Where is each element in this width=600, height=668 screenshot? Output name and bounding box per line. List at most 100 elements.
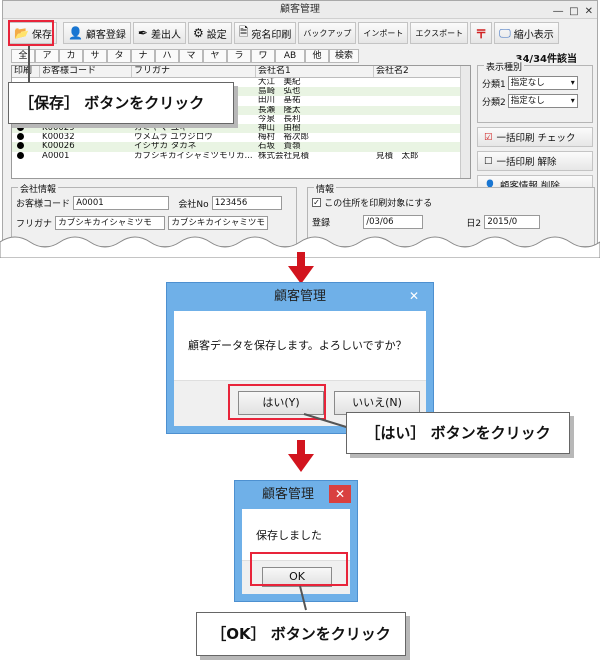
record-count: 34/34件該当 — [515, 54, 577, 65]
confirm-message: 顧客データを保存します。よろしいですか？ — [188, 339, 407, 352]
header-company2[interactable]: 会社名2 — [374, 66, 462, 77]
cell-code: K00032 — [42, 133, 75, 143]
header-code[interactable]: お客様コード — [40, 66, 132, 77]
close-icon[interactable]: ✕ — [584, 6, 593, 17]
kana-tab[interactable]: サ — [83, 49, 107, 63]
kana-tab[interactable]: 全 — [11, 49, 35, 63]
kana-tab[interactable]: ア — [35, 49, 59, 63]
table-row[interactable]: A0001 カブシキカイシャミツモリカ... 株式会社見積 見積 太郎 — [12, 151, 470, 161]
sender-button[interactable]: ✒差出人 — [132, 22, 186, 44]
kana-tab[interactable]: ハ — [155, 49, 179, 63]
print-dot-icon — [17, 133, 24, 141]
kana-field[interactable]: カブシキカイシャミツモ — [55, 216, 166, 230]
register-date-field[interactable]: /03/06 — [363, 215, 424, 229]
kana-tab[interactable]: ナ — [131, 49, 155, 63]
customer-register-button[interactable]: 👤顧客登録 — [62, 22, 131, 44]
header-company1[interactable]: 会社名1 — [256, 66, 374, 77]
confirm-dialog: 顧客管理 ✕ 顧客データを保存します。よろしいですか？ はい(Y) いいえ(N) — [166, 282, 434, 434]
close-icon[interactable]: ✕ — [408, 289, 420, 303]
cell-code: A0001 — [42, 151, 70, 161]
cell-company2: 見積 太郎 — [376, 151, 419, 161]
class1-select[interactable]: 指定なし — [507, 76, 578, 90]
cell-kana: カブシキカイシャミツモリカ... — [134, 151, 253, 161]
cell-company: 島崎 弘也 — [258, 87, 301, 97]
cell-company: 株式会社見積 — [258, 151, 310, 161]
gear-icon: ⚙ — [192, 26, 204, 40]
header-kana[interactable]: フリガナ — [132, 66, 256, 77]
bulk-print-clear-button[interactable]: ☐一括印刷 解除 — [477, 151, 593, 171]
info-group: 情報 ✓ この住所を印刷対象にする 登録 /03/06 日2 2015/0 — [307, 182, 595, 247]
yes-callout: ［はい］ ボタンをクリック — [346, 412, 570, 454]
cell-company: 田川 基祐 — [258, 96, 301, 106]
cell-company2 — [374, 133, 462, 142]
settings-button[interactable]: ⚙設定 — [187, 22, 232, 44]
bulk-print-check-button[interactable]: ☑一括印刷 チェック — [477, 127, 593, 147]
kana-tab[interactable]: ワ — [251, 49, 275, 63]
print-target-checkbox[interactable]: ✓ — [312, 198, 321, 207]
kana-tab[interactable]: タ — [107, 49, 131, 63]
kana-tab[interactable]: 他 — [305, 49, 329, 63]
cell-company2 — [374, 96, 462, 105]
cell-kana: イシザカ タカネ — [134, 142, 197, 152]
callout-connector — [299, 585, 307, 611]
minimize-icon[interactable]: ― — [553, 6, 564, 17]
postal-mark-icon: 〒 — [475, 26, 488, 41]
table-row[interactable]: 大江 美紀 — [12, 78, 470, 87]
cell-kana: ウメムラ ユウジロウ — [134, 133, 213, 143]
customer-code-field[interactable]: A0001 — [73, 196, 170, 210]
yes-button[interactable]: はい(Y) — [238, 391, 324, 415]
pen-icon: ✒ — [137, 26, 148, 40]
kana-tab[interactable]: 検索 — [329, 49, 359, 63]
grid-header: 印刷 お客様コード フリガナ 会社名1 会社名2 — [12, 66, 470, 78]
kana-tab[interactable]: マ — [179, 49, 203, 63]
kana-tab[interactable]: カ — [59, 49, 83, 63]
save-button[interactable]: 📂保存 — [9, 22, 57, 44]
kana-tab[interactable]: ラ — [227, 49, 251, 63]
maximize-icon[interactable]: □ — [569, 6, 579, 17]
table-row[interactable]: 島崎 弘也 — [12, 87, 470, 97]
grid-scrollbar[interactable] — [460, 66, 470, 178]
address-print-button[interactable]: 🗎宛名印刷 — [233, 22, 297, 44]
export-button[interactable]: エクスポート — [410, 22, 469, 44]
cell-company: 今泉 長利 — [258, 114, 301, 124]
print-mark[interactable] — [12, 123, 40, 133]
done-dialog-title: 顧客管理 ✕ — [235, 481, 357, 509]
confirm-dialog-title: 顧客管理 ✕ — [167, 283, 433, 311]
ok-button[interactable]: OK — [262, 567, 332, 587]
table-row[interactable]: 田川 基祐 — [12, 96, 470, 105]
cell-company2 — [374, 142, 462, 151]
monitor-icon: 🖵 — [499, 25, 511, 40]
header-print[interactable]: 印刷 — [12, 66, 40, 77]
print-mark[interactable] — [12, 142, 40, 151]
import-button[interactable]: インポート — [358, 22, 409, 44]
cell-code: K00026 — [42, 142, 75, 152]
kana-tab[interactable]: ヤ — [203, 49, 227, 63]
close-icon[interactable]: ✕ — [329, 485, 351, 503]
print-dot-icon — [17, 151, 24, 159]
date2-field[interactable]: 2015/0 — [484, 215, 541, 229]
kana-tab[interactable]: AB — [275, 49, 305, 63]
folder-save-icon: 📂 — [14, 26, 29, 40]
class2-select[interactable]: 指定なし — [507, 94, 578, 108]
print-mark[interactable] — [12, 133, 40, 142]
print-mark[interactable] — [12, 151, 40, 161]
print-dot-icon — [17, 123, 24, 131]
user-add-icon: 👤 — [67, 26, 83, 40]
company-info-group: 会社情報 お客様コード A0001 会社No 123456 フリガナ カブシキカ… — [11, 182, 297, 247]
cell-company: 神山 由樹 — [258, 123, 301, 133]
cell-company2 — [374, 115, 462, 124]
checkbox-checked-icon: ☑ — [484, 131, 493, 143]
postal-button[interactable]: 〒 — [470, 22, 493, 44]
kana-field-2[interactable]: カブシキカイシャミツモ — [168, 216, 269, 230]
done-message: 保存しました — [256, 529, 322, 542]
done-dialog-body: 保存しました — [242, 509, 350, 563]
minimize-view-button[interactable]: 🖵縮小表示 — [494, 22, 559, 44]
table-row[interactable]: 長瀬 隆太 — [12, 105, 470, 115]
company-no-field[interactable]: 123456 — [211, 196, 282, 210]
backup-button[interactable]: バックアップ — [298, 22, 357, 44]
